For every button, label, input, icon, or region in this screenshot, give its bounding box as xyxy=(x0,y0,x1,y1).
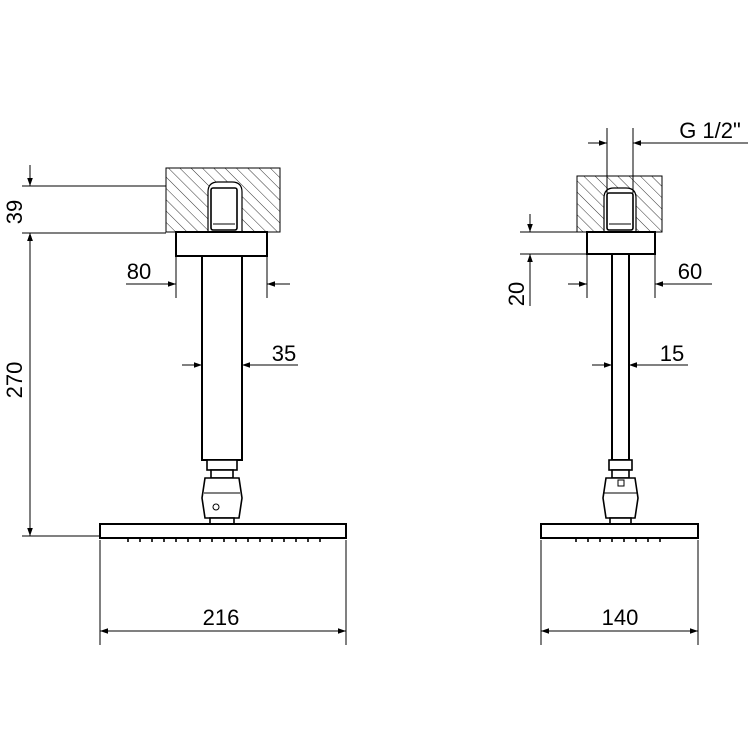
front-wall-box xyxy=(165,167,281,233)
side-connector xyxy=(602,459,639,525)
side-arm xyxy=(611,253,630,461)
dim-60-label: 60 xyxy=(678,259,702,284)
dim-20: 20 xyxy=(504,214,533,306)
side-view: G 1/2" 20 60 15 140 xyxy=(504,118,748,645)
side-shower-head xyxy=(540,523,699,542)
dim-39: 39 xyxy=(2,165,33,254)
dim-60: 60 xyxy=(568,259,712,287)
dim-80-label: 80 xyxy=(127,259,151,284)
dim-270: 270 xyxy=(2,233,33,536)
dim-270-label: 270 xyxy=(2,362,27,399)
front-shower-head xyxy=(99,523,347,542)
dim-216: 216 xyxy=(100,605,346,634)
dim-15: 15 xyxy=(592,341,688,368)
dim-20-label: 20 xyxy=(504,282,529,306)
dim-35: 35 xyxy=(182,341,298,368)
front-view: 39 270 80 35 216 xyxy=(2,165,347,645)
dim-thread: G 1/2" xyxy=(588,118,748,146)
front-flange xyxy=(175,231,268,257)
side-wall-box xyxy=(576,175,663,233)
dim-15-label: 15 xyxy=(660,341,684,366)
front-extension-lines xyxy=(22,185,347,645)
dim-39-label: 39 xyxy=(2,200,27,224)
side-flange xyxy=(586,231,656,255)
dim-140-label: 140 xyxy=(602,605,639,630)
dim-80: 80 xyxy=(126,259,290,287)
dim-216-label: 216 xyxy=(203,605,240,630)
dim-35-label: 35 xyxy=(272,341,296,366)
dim-thread-label: G 1/2" xyxy=(679,118,741,143)
dim-140: 140 xyxy=(541,605,698,634)
front-connector xyxy=(201,459,243,525)
front-arm xyxy=(201,255,243,461)
